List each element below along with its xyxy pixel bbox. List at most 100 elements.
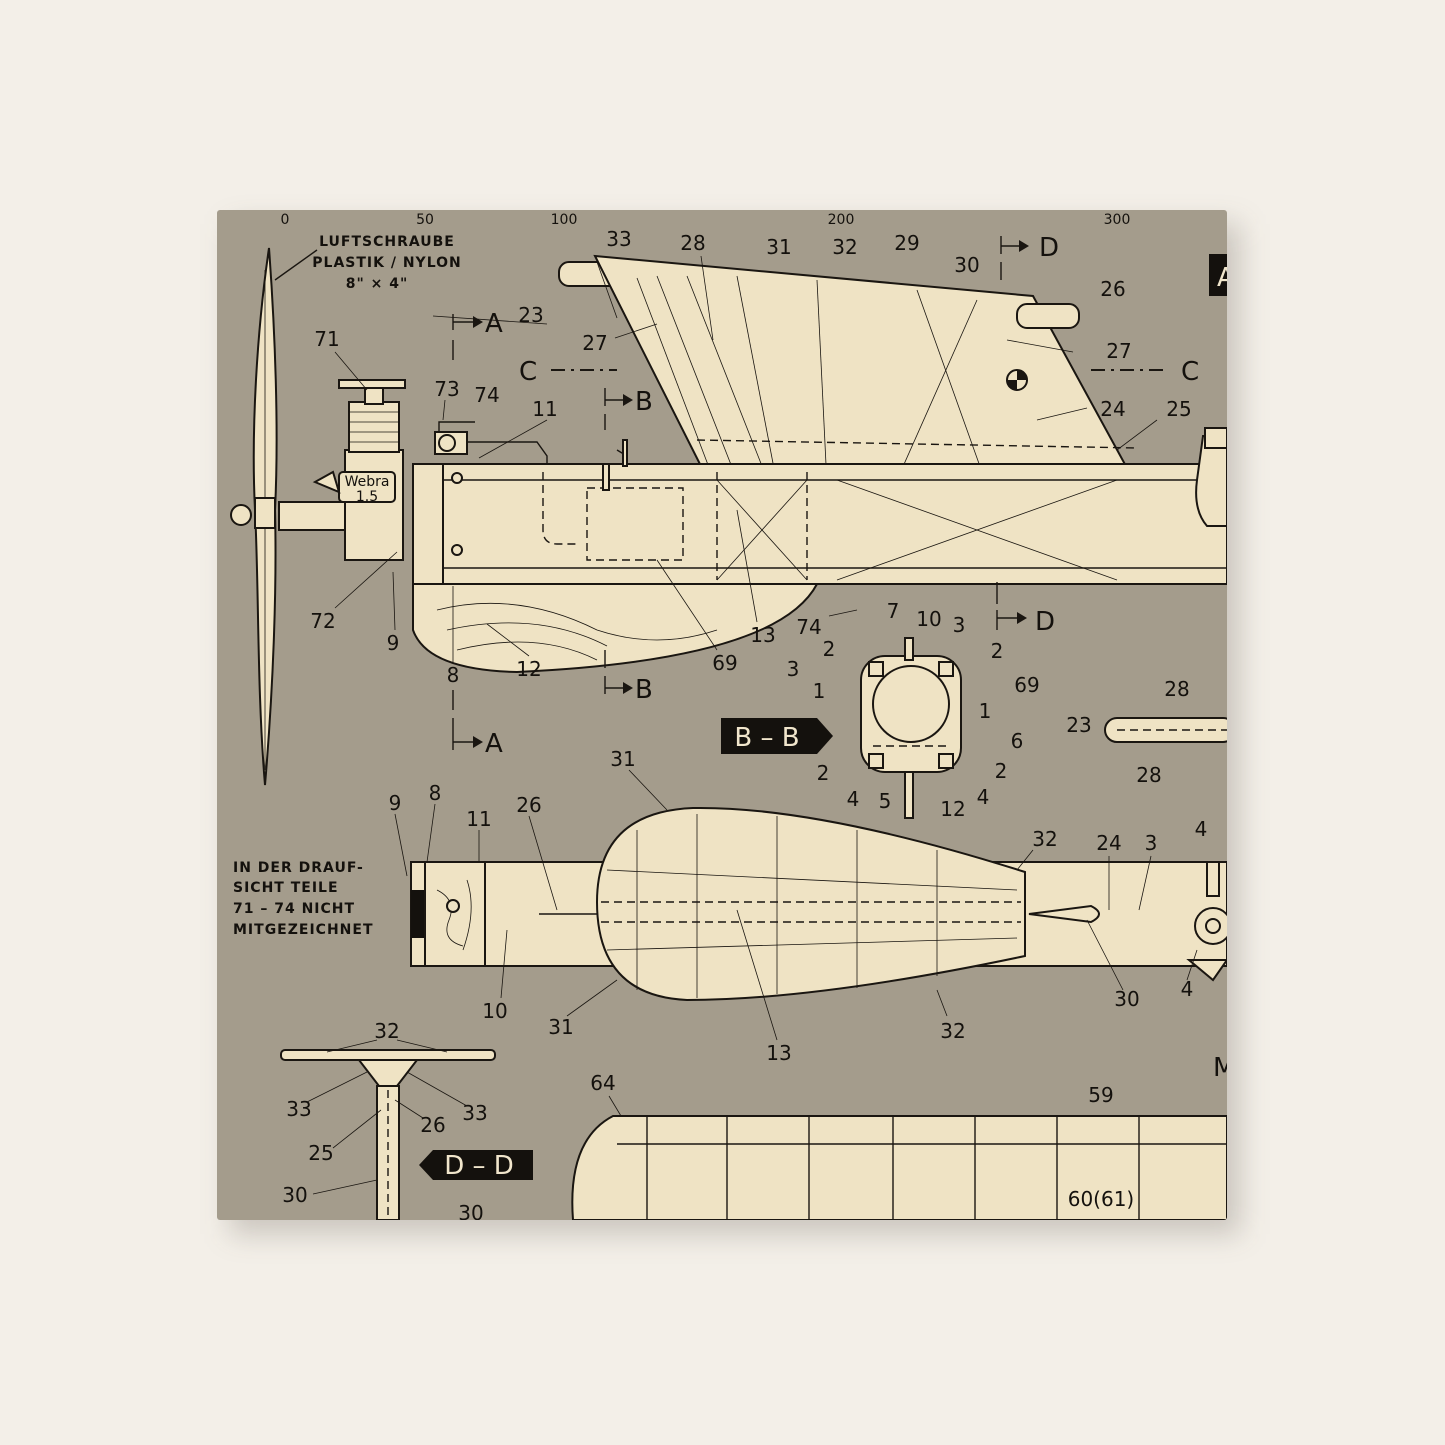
top-label-4: 4 — [1195, 817, 1208, 841]
label-30: 30 — [954, 253, 979, 277]
section-c-left: C — [519, 357, 537, 387]
label-11: 11 — [532, 397, 557, 421]
side-view-labels: 33 28 31 32 29 30 26 23 27 27 24 25 71 7… — [310, 227, 1191, 687]
section-dd: D – D 32 33 33 26 25 30 30 — [280, 1019, 533, 1220]
section-bb-tag: B – B — [734, 723, 799, 753]
label-9: 9 — [387, 631, 400, 655]
scale-0: 0 — [281, 212, 290, 228]
label-8: 8 — [447, 663, 460, 687]
section-b-bottom: B — [635, 675, 653, 705]
label-74: 74 — [474, 383, 499, 407]
section-dd-tag: D – D — [444, 1151, 514, 1181]
label-29: 29 — [894, 231, 919, 255]
bb-label-10: 10 — [916, 607, 941, 631]
bb-label-5: 5 — [879, 789, 892, 813]
blueprint-board: 0 50 100 200 300 LUFTSCHRAUBE PLASTIK / … — [217, 210, 1227, 1220]
top-view — [410, 806, 1227, 1002]
leader-line — [274, 249, 318, 281]
wing: 64 59 60(61) — [571, 1071, 1227, 1220]
label-13: 13 — [750, 623, 775, 647]
dd-label-26: 26 — [420, 1113, 445, 1137]
propeller — [230, 247, 278, 786]
section-bb: B – B — [721, 637, 962, 819]
label-27: 27 — [582, 331, 607, 355]
label-26: 26 — [1100, 277, 1125, 301]
bb-label-7: 7 — [887, 599, 900, 623]
label-74b: 74 — [796, 615, 821, 639]
fin — [558, 254, 1141, 581]
label-33: 33 — [606, 227, 631, 251]
topview-note: IN DER DRAUF- SICHT TEILE 71 – 74 NICHT … — [233, 860, 374, 938]
edge-letter-m: M — [1213, 1053, 1227, 1083]
label-31: 31 — [766, 235, 791, 259]
label-71: 71 — [314, 327, 339, 351]
scale-100: 100 — [551, 212, 578, 228]
top-label-24: 24 — [1096, 831, 1121, 855]
label-28: 28 — [680, 231, 705, 255]
top-label-31b: 31 — [548, 1015, 573, 1039]
section-markers: A A B B C C D D A M — [452, 233, 1227, 1083]
propeller-note-line2: PLASTIK / NYLON — [312, 255, 461, 271]
dd-label-30: 30 — [282, 1183, 307, 1207]
bb-label-4: 4 — [847, 787, 860, 811]
label-24: 24 — [1100, 397, 1125, 421]
scale-300: 300 — [1104, 212, 1131, 228]
bb-label-1b: 1 — [979, 699, 992, 723]
topview-note-line2: SICHT TEILE — [233, 880, 339, 896]
label-32: 32 — [832, 235, 857, 259]
topview-note-line1: IN DER DRAUF- — [233, 860, 364, 876]
bb-label-3: 3 — [953, 613, 966, 637]
bb-label-2b: 2 — [991, 639, 1004, 663]
topview-note-line4: MITGEZEICHNET — [233, 922, 374, 938]
section-cc-fragment: 28 23 28 — [1066, 677, 1227, 787]
bb-label-12: 12 — [940, 797, 965, 821]
label-12: 12 — [516, 657, 541, 681]
bb-label-3b: 3 — [787, 657, 800, 681]
bb-label-4b: 4 — [977, 785, 990, 809]
section-bb-labels: 7 10 3 2 2 3 69 1 1 6 2 2 4 5 12 4 — [787, 599, 1040, 821]
label-25: 25 — [1166, 397, 1191, 421]
top-label-32: 32 — [1032, 827, 1057, 851]
bb-label-1: 1 — [813, 679, 826, 703]
engine-size-label: 1.5 — [356, 489, 378, 505]
propeller-note: LUFTSCHRAUBE PLASTIK / NYLON 8" × 4" — [274, 234, 461, 292]
top-label-13: 13 — [766, 1041, 791, 1065]
section-b-top: B — [635, 387, 653, 417]
label-69: 69 — [712, 651, 737, 675]
section-c-right: C — [1181, 357, 1199, 387]
wing-label-60-61: 60(61) — [1068, 1187, 1135, 1211]
top-label-9: 9 — [389, 791, 402, 815]
scale-ruler: 0 50 100 200 300 — [281, 212, 1131, 228]
top-label-31: 31 — [610, 747, 635, 771]
cc-label-28: 28 — [1164, 677, 1189, 701]
engine-brand-label: Webra — [345, 474, 390, 490]
propeller-note-line1: LUFTSCHRAUBE — [319, 234, 455, 250]
section-a-bottom: A — [485, 729, 503, 759]
dd-label-32: 32 — [374, 1019, 399, 1043]
wing-label-59: 59 — [1088, 1083, 1113, 1107]
fuselage-side — [412, 427, 1227, 674]
topview-note-line3: 71 – 74 NICHT — [233, 901, 355, 917]
bb-label-6: 6 — [1011, 729, 1024, 753]
top-label-32b: 32 — [940, 1019, 965, 1043]
label-73: 73 — [434, 377, 459, 401]
scale-50: 50 — [416, 212, 434, 228]
dd-label-33: 33 — [286, 1097, 311, 1121]
cc-label-28b: 28 — [1136, 763, 1161, 787]
bb-label-2c: 2 — [817, 761, 830, 785]
propeller-note-line3: 8" × 4" — [346, 276, 409, 292]
scale-200: 200 — [828, 212, 855, 228]
dd-label-25: 25 — [308, 1141, 333, 1165]
wing-label-64: 64 — [590, 1071, 615, 1095]
cc-label-23: 23 — [1066, 713, 1091, 737]
dd-label-30b: 30 — [458, 1201, 483, 1220]
top-label-8: 8 — [429, 781, 442, 805]
label-72: 72 — [310, 609, 335, 633]
bb-label-69: 69 — [1014, 673, 1039, 697]
section-d-bottom: D — [1035, 607, 1055, 637]
top-view-labels: 31 9 8 11 26 32 24 3 4 10 31 13 32 30 4 — [389, 747, 1208, 1065]
top-label-4b: 4 — [1181, 977, 1194, 1001]
section-a-top: A — [485, 309, 503, 339]
dd-label-33b: 33 — [462, 1101, 487, 1125]
